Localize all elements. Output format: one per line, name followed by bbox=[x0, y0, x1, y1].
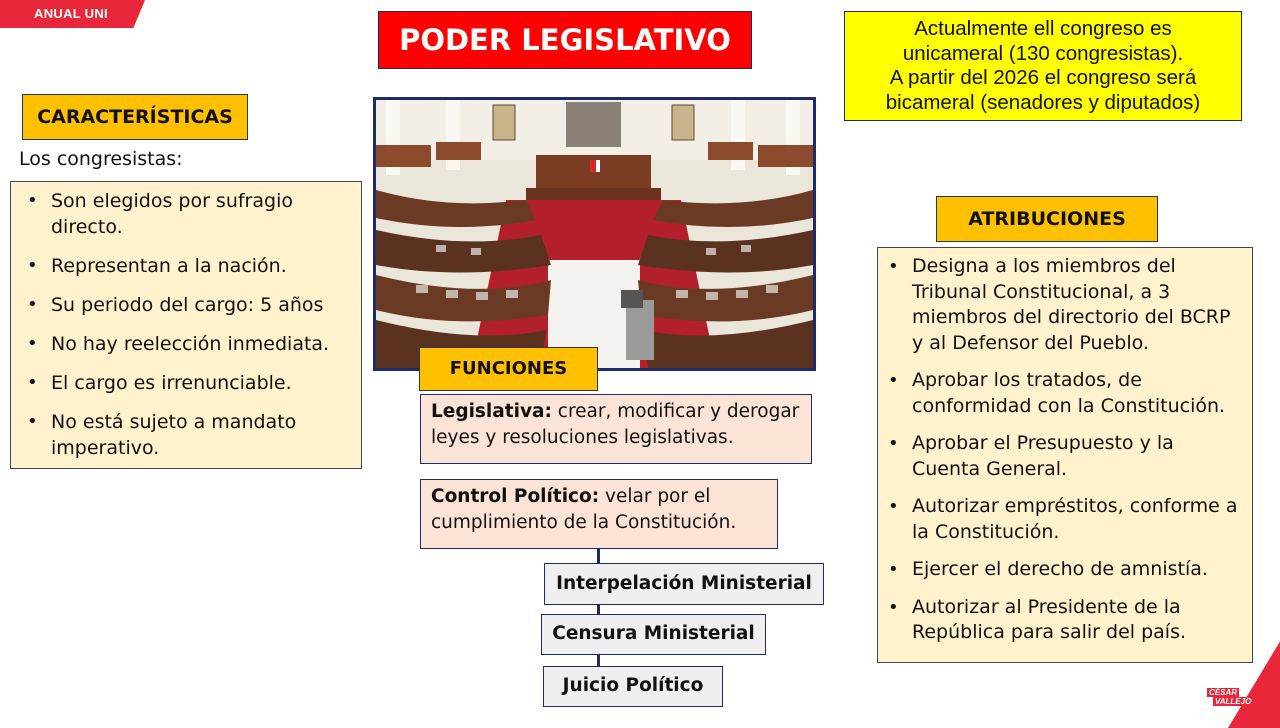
control-item-censura: Censura Ministerial bbox=[541, 614, 766, 655]
caracteristicas-intro: Los congresistas: bbox=[19, 148, 183, 170]
list-item: El cargo es irrenunciable. bbox=[21, 370, 353, 396]
control-item-juicio: Juicio Político bbox=[543, 666, 723, 707]
atribuciones-heading: ATRIBUCIONES bbox=[936, 196, 1158, 242]
list-item: Designa a los miembros del Tribunal Cons… bbox=[882, 254, 1244, 356]
atribuciones-list-box: Designa a los miembros del Tribunal Cons… bbox=[877, 247, 1253, 663]
funcion-control-text: velar por el cumplimiento de la Constitu… bbox=[431, 486, 737, 533]
control-connector-line bbox=[597, 549, 600, 666]
cesar-vallejo-logo: CÉSAR VALLEJO bbox=[1207, 688, 1254, 716]
caracteristicas-heading: CARACTERÍSTICAS bbox=[22, 94, 248, 140]
list-item: Autorizar al Presidente de la República … bbox=[882, 595, 1244, 646]
course-tag-banner: ANUAL UNI bbox=[0, 0, 145, 28]
list-item: No está sujeto a mandato imperativo. bbox=[21, 409, 353, 461]
list-item: No hay reelección inmediata. bbox=[21, 331, 353, 357]
congress-chamber-illustration bbox=[376, 100, 813, 368]
congress-chamber-photo bbox=[373, 97, 816, 371]
atribuciones-list: Designa a los miembros del Tribunal Cons… bbox=[882, 254, 1244, 646]
note-line: Actualmente ell congreso es bbox=[914, 17, 1172, 40]
funcion-legislativa-text: crear, modificar y derogar leyes y resol… bbox=[431, 401, 800, 448]
list-item: Aprobar el Presupuesto y la Cuenta Gener… bbox=[882, 431, 1244, 482]
control-item-interpelacion: Interpelación Ministerial bbox=[544, 563, 824, 605]
logo-line-2: VALLEJO bbox=[1213, 697, 1254, 706]
note-line: A partir del 2026 el congreso será bbox=[889, 66, 1197, 89]
caracteristicas-list: Son elegidos por sufragio directo. Repre… bbox=[21, 188, 353, 461]
list-item: Su periodo del cargo: 5 años bbox=[21, 292, 353, 318]
unicameral-note-box: Actualmente ell congreso es unicameral (… bbox=[844, 11, 1242, 121]
funcion-legislativa-box: Legislativa: crear, modificar y derogar … bbox=[420, 394, 812, 464]
funcion-legislativa-term: Legislativa: bbox=[431, 401, 552, 422]
caracteristicas-list-box: Son elegidos por sufragio directo. Repre… bbox=[10, 181, 362, 469]
funcion-control-term: Control Político: bbox=[431, 486, 600, 507]
list-item: Aprobar los tratados, de conformidad con… bbox=[882, 368, 1244, 419]
note-line: unicameral (130 congresistas). bbox=[902, 41, 1184, 65]
note-line: bicameral (senadores y diputados) bbox=[885, 90, 1201, 114]
list-item: Representan a la nación. bbox=[21, 253, 353, 279]
list-item: Autorizar empréstitos, conforme a la Con… bbox=[882, 494, 1244, 545]
list-item: Son elegidos por sufragio directo. bbox=[21, 188, 353, 240]
logo-line-1: CÉSAR bbox=[1207, 688, 1240, 697]
funciones-heading: FUNCIONES bbox=[419, 347, 598, 391]
funcion-control-box: Control Político: velar por el cumplimie… bbox=[420, 479, 778, 549]
list-item: Ejercer el derecho de amnistía. bbox=[882, 557, 1244, 583]
page-title: PODER LEGISLATIVO bbox=[378, 11, 752, 69]
